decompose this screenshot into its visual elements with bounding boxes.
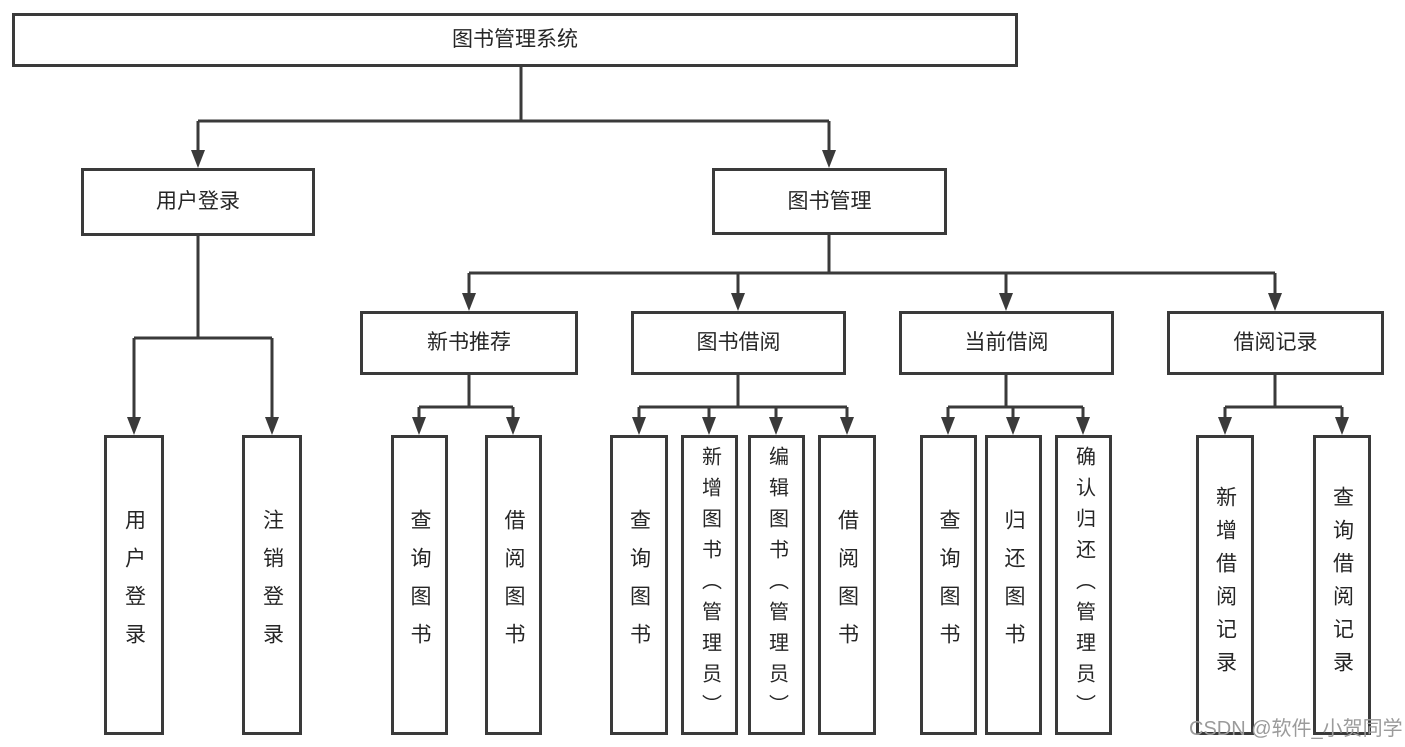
leaf-query-books-1: 查询图书 (391, 435, 448, 735)
leaf-add-books-admin: 新增图书（管理员） (681, 435, 738, 735)
node-new-book-rec-label: 新书推荐 (427, 331, 511, 355)
leaf-edit-books-admin-label: 编辑图书（管理员） (765, 445, 788, 725)
leaf-confirm-return-admin: 确认归还（管理员） (1055, 435, 1112, 735)
node-current-borrowing: 当前借阅 (899, 311, 1114, 375)
node-borrowing-records: 借阅记录 (1167, 311, 1384, 375)
leaf-add-borrow-record: 新增借阅记录 (1196, 435, 1254, 735)
leaf-add-borrow-record-label: 新增借阅记录 (1213, 486, 1237, 684)
node-user-login: 用户登录 (81, 168, 315, 236)
leaf-edit-books-admin: 编辑图书（管理员） (748, 435, 805, 735)
node-root: 图书管理系统 (12, 13, 1018, 67)
leaf-query-books-3: 查询图书 (920, 435, 977, 735)
leaf-add-books-admin-label: 新增图书（管理员） (698, 445, 721, 725)
node-book-mgmt-label: 图书管理 (787, 189, 872, 213)
node-root-label: 图书管理系统 (452, 28, 578, 52)
leaf-query-books-3-label: 查询图书 (937, 509, 960, 661)
node-book-mgmt: 图书管理 (712, 168, 947, 235)
leaf-borrow-books-2-label: 借阅图书 (835, 509, 859, 661)
leaf-user-login: 用户登录 (104, 435, 164, 735)
leaf-return-books: 归还图书 (985, 435, 1042, 735)
leaf-borrow-books-1-label: 借阅图书 (502, 509, 525, 661)
leaf-logout-label: 注销登录 (260, 509, 284, 661)
node-borrowing-records-label: 借阅记录 (1233, 331, 1318, 355)
leaf-confirm-return-admin-label: 确认归还（管理员） (1072, 445, 1095, 725)
leaf-user-login-label: 用户登录 (122, 509, 146, 661)
connector-paths (132, 67, 1344, 420)
leaf-logout: 注销登录 (242, 435, 302, 735)
node-book-borrowing: 图书借阅 (631, 311, 846, 375)
leaf-borrow-books-2: 借阅图书 (818, 435, 876, 735)
leaf-query-books-2-label: 查询图书 (627, 509, 651, 661)
leaf-query-books-1-label: 查询图书 (408, 509, 431, 661)
leaf-borrow-books-1: 借阅图书 (485, 435, 542, 735)
node-user-login-label: 用户登录 (156, 190, 240, 214)
node-new-book-rec: 新书推荐 (360, 311, 578, 375)
node-book-borrowing-label: 图书借阅 (696, 331, 781, 355)
arrowheads (127, 150, 1349, 435)
leaf-query-borrow-record-label: 查询借阅记录 (1330, 486, 1354, 684)
node-current-borrowing-label: 当前借阅 (964, 331, 1049, 355)
leaf-query-borrow-record: 查询借阅记录 (1313, 435, 1371, 735)
csdn-watermark: CSDN @软件_小贺同学 (1189, 718, 1403, 740)
leaf-query-books-2: 查询图书 (610, 435, 668, 735)
leaf-return-books-label: 归还图书 (1002, 509, 1025, 661)
